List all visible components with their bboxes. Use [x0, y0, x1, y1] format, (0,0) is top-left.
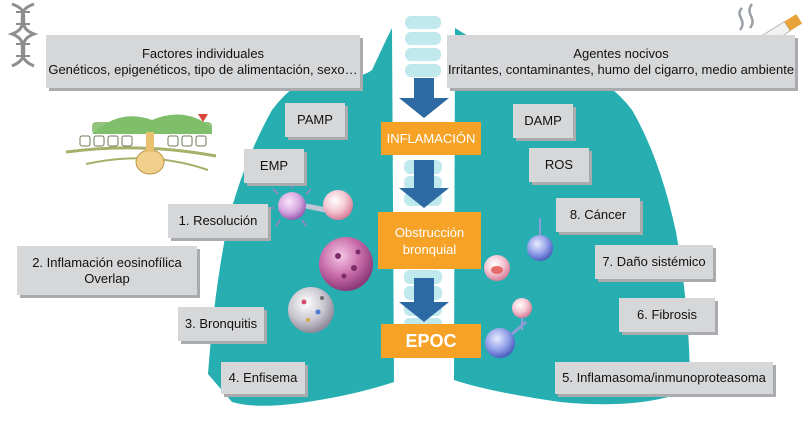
epithelium-icon: [65, 114, 217, 175]
dano-sistemico-box: 7. Daño sistémico: [595, 245, 713, 279]
inflamacion-eosinofilica-label: 2. Inflamación eosinofílica: [32, 254, 182, 270]
resolucion-label: 1. Resolución: [178, 213, 258, 228]
emp-box: EMP: [244, 149, 304, 183]
arrow-down-icon: [399, 78, 449, 118]
cell-icon: [268, 182, 327, 227]
cancer-box: 8. Cáncer: [556, 198, 640, 232]
overlap-label: Overlap: [84, 270, 130, 286]
inflamasoma-box: 5. Inflamasoma/inmunoproteasoma: [555, 362, 773, 394]
ros-label: ROS: [544, 157, 574, 172]
factores-individuales-title: Factores individuales: [141, 45, 265, 61]
emp-label: EMP: [259, 158, 289, 173]
agentes-nocivos-box: Agentes nocivos Irritantes, contaminante…: [447, 35, 795, 88]
flow-arrows: [399, 78, 449, 322]
bronquial-label: bronquial: [402, 241, 457, 257]
fibrosis-label: 6. Fibrosis: [637, 307, 697, 322]
inflamacion-label: INFLAMACIÓN: [386, 131, 476, 146]
inflamasoma-label: 5. Inflamasoma/inmunoproteasoma: [562, 370, 766, 385]
cell-icon: [288, 287, 334, 333]
pamp-box: PAMP: [285, 103, 345, 137]
bronquitis-label: 3. Bronquitis: [184, 316, 258, 331]
agentes-nocivos-detail: Irritantes, contaminantes, humo del ciga…: [447, 61, 795, 77]
factores-individuales-detail: Genéticos, epigenéticos, tipo de aliment…: [48, 61, 358, 77]
cancer-label: 8. Cáncer: [569, 207, 627, 222]
cell-icon: [484, 255, 510, 281]
pamp-label: PAMP: [297, 112, 333, 127]
enfisema-label: 4. Enfisema: [228, 370, 298, 385]
obstruccion-bronquial-box: Obstrucción bronquial: [378, 212, 481, 269]
bronquitis-box: 3. Bronquitis: [178, 307, 264, 341]
dano-sistemico-label: 7. Daño sistémico: [602, 254, 706, 269]
cell-icon: [319, 237, 373, 291]
damp-label: DAMP: [524, 113, 562, 128]
arrow-down-icon: [399, 278, 449, 322]
epoc-box: EPOC: [381, 324, 481, 358]
cell-icon: [323, 190, 353, 220]
dna-icon: [7, 2, 39, 68]
enfisema-box: 4. Enfisema: [221, 362, 305, 394]
inflamacion-box: INFLAMACIÓN: [381, 122, 481, 155]
arrow-down-icon: [399, 160, 449, 208]
factores-individuales-box: Factores individuales Genéticos, epigené…: [46, 35, 360, 88]
ros-box: ROS: [529, 148, 589, 182]
resolucion-box: 1. Resolución: [168, 204, 268, 238]
damp-box: DAMP: [513, 104, 573, 138]
epoc-label: EPOC: [405, 330, 457, 351]
cell-icon: [485, 320, 527, 358]
fibrosis-box: 6. Fibrosis: [619, 298, 715, 332]
obstruccion-label: Obstrucción: [394, 224, 465, 240]
agentes-nocivos-title: Agentes nocivos: [573, 45, 669, 61]
inflamacion-eosinofilica-box: 2. Inflamación eosinofílica Overlap: [17, 246, 197, 295]
cell-icon: [527, 218, 553, 261]
